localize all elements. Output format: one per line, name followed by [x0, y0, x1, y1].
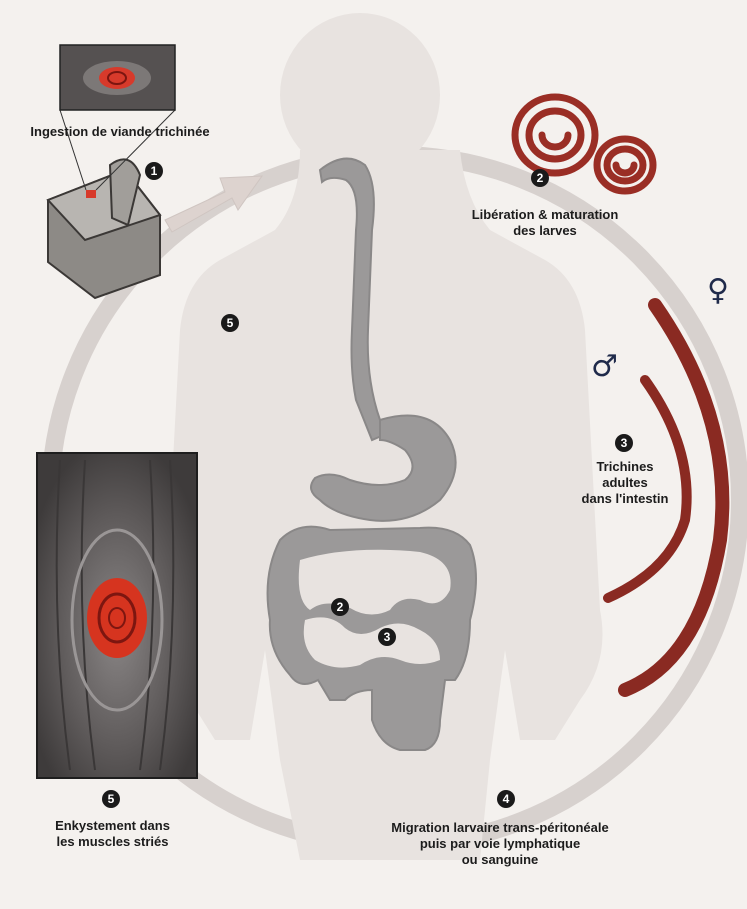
male-symbol: ♂ — [591, 352, 618, 382]
body-marker-2: 2 — [331, 598, 349, 616]
step-3-label: Trichines adultes dans l'intestin — [565, 459, 685, 507]
body-marker-3: 3 — [378, 628, 396, 646]
step-4-label: Migration larvaire trans-péritonéale pui… — [350, 820, 650, 868]
step-4-badge: 4 — [497, 790, 515, 808]
step-5-badge: 5 — [102, 790, 120, 808]
muscle-encystment-panel — [37, 453, 197, 778]
step-2-label: Libération & maturation des larves — [455, 207, 635, 239]
step-3-badge: 3 — [615, 434, 633, 452]
ingestion-arrow — [165, 176, 262, 232]
step-5-label: Enkystement dans les muscles striés — [20, 818, 205, 850]
step-2-badge: 2 — [531, 169, 549, 187]
step-1-badge: 1 — [145, 162, 163, 180]
body-marker-5: 5 — [221, 314, 239, 332]
step-1-label: Ingestion de viande trichinée — [5, 124, 235, 140]
female-symbol: ♀ — [707, 276, 729, 306]
